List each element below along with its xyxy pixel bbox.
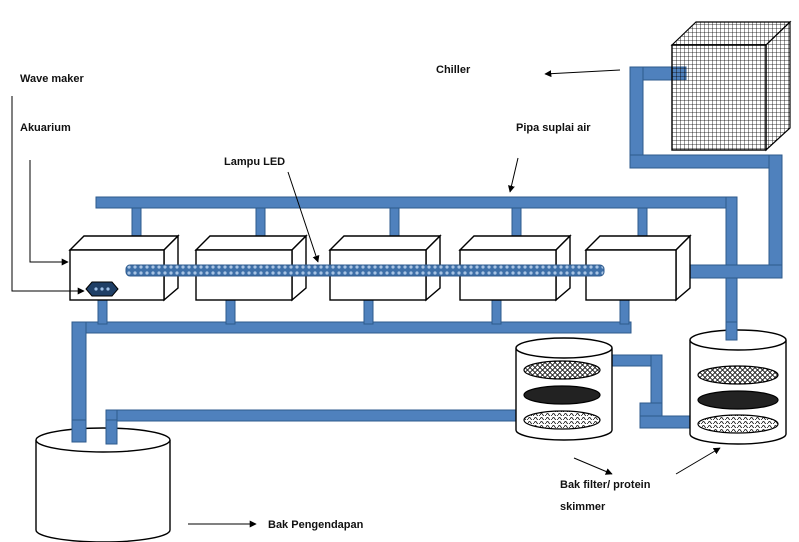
filter2-inlet-pipe [725,321,738,341]
pipa-suplai-arrow [508,157,519,193]
bak-filter-arrow-left [573,457,613,475]
sediment-inlet-pipe-end [71,419,87,443]
filter-tank-1 [515,337,613,441]
chiller-horizontal-pipe [629,154,783,169]
chiller-right-pipe [768,154,783,279]
label-bak-pengendapan: Bak Pengendapan [268,519,364,531]
lampu-led-arrow [287,171,320,263]
bak-filter-arrow-right [675,447,721,475]
sediment-outlet-pipe-end [105,419,118,445]
label-skimmer: skimmer [560,501,606,513]
chiller-inlet-pipe [689,264,783,279]
chiller-down-pipe [629,66,644,168]
akuarium-arrow [29,160,69,266]
supply-drop-pipe [511,207,522,239]
chiller-arrow [544,69,621,78]
chiller-unit [670,20,792,152]
drain-header-pipe [71,321,632,334]
led-strip [125,264,605,277]
wave-maker-arrow [11,96,85,295]
aquarium-tank [68,234,180,302]
supply-header-pipe [95,196,737,209]
supply-drop-pipe [131,207,142,239]
drain-drop-pipe [97,299,108,325]
sediment-tank [35,427,171,542]
label-chiller: Chiller [436,64,471,76]
filter-tank-2 [689,329,787,445]
drain-drop-pipe [225,299,236,325]
label-lampu-led: Lampu LED [224,156,285,168]
label-pipa-suplai-air: Pipa suplai air [516,122,591,134]
wave-maker-device [85,281,119,297]
label-akuarium: Akuarium [20,122,71,134]
drain-drop-pipe [363,299,374,325]
label-bak-filter: Bak filter/ protein [560,479,651,491]
supply-drop-pipe [637,207,648,239]
supply-drop-pipe [389,207,400,239]
supply-drop-pipe [255,207,266,239]
drain-drop-pipe [619,299,630,325]
sediment-to-filter-pipe [105,409,523,422]
aquarium-tank [584,234,692,302]
label-wave-maker: Wave maker [20,73,85,85]
annotation-arrows [11,69,721,528]
drain-drop-pipe [491,299,502,325]
